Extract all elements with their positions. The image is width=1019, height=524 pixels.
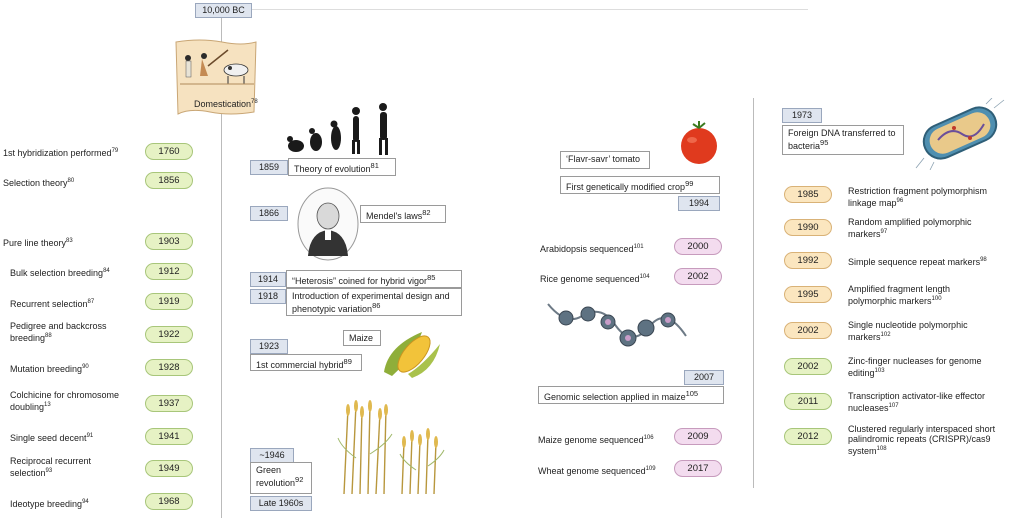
wheat-plants-illustration — [337, 400, 445, 495]
year-box: 1918 — [250, 289, 286, 304]
mendel-portrait-illustration — [297, 187, 359, 261]
list-item-label: Single seed decent91 — [10, 433, 94, 443]
maize-cob-illustration — [384, 332, 440, 378]
year-badge: 2002 — [674, 268, 722, 285]
year-badge: 1995 — [784, 286, 832, 303]
year-badge: 2002 — [784, 358, 832, 375]
top-year-box: 10,000 BC — [195, 3, 252, 18]
list-item-label: Zinc-finger nucleases for genome editing… — [848, 356, 982, 378]
year-badge: 1985 — [784, 186, 832, 203]
year-box: 1923 — [250, 339, 288, 354]
list-item-label: Pure line theory83 — [3, 238, 73, 248]
event-box: 1st commercial hybrid89 — [250, 354, 362, 371]
year-badge: 1937 — [145, 395, 193, 412]
list-item-label: Bulk selection breeding84 — [10, 268, 110, 278]
year-badge: 2009 — [674, 428, 722, 445]
year-badge: 1912 — [145, 263, 193, 280]
event-box: Genomic selection applied in maize105 — [538, 386, 724, 404]
list-item-label: Amplified fragment length polymorphic ma… — [848, 284, 951, 306]
list-item-label: Rice genome sequenced104 — [540, 274, 650, 284]
list-item-label: Ideotype breeding94 — [10, 499, 89, 509]
year-badge: 1919 — [145, 293, 193, 310]
event-box: Mendel's laws82 — [360, 205, 446, 223]
year-box: 2007 — [684, 370, 724, 385]
year-badge: 2017 — [674, 460, 722, 477]
top-rule — [252, 9, 808, 10]
year-badge: 2012 — [784, 428, 832, 445]
evolution-silhouettes-illustration — [287, 103, 388, 155]
left-timeline-axis — [221, 8, 222, 518]
year-box: 1866 — [250, 206, 288, 221]
list-item-label: Reciprocal recurrent selection93 — [10, 456, 92, 478]
list-item-label: Pedigree and backcross breeding88 — [10, 321, 107, 343]
top-year: 10,000 BC — [202, 5, 245, 15]
list-item-label: Selection theory80 — [3, 178, 75, 188]
year-box: 1859 — [250, 160, 288, 175]
year-badge: 1760 — [145, 143, 193, 160]
event-box: “Heterosis” coined for hybrid vigor85 — [286, 270, 462, 288]
year-badge: 2002 — [784, 322, 832, 339]
domestication-scroll-illustration — [175, 39, 257, 115]
list-item-label: Colchicine for chromosome doubling13 — [10, 390, 120, 412]
year-badge: 1992 — [784, 252, 832, 269]
year-badge: 1928 — [145, 359, 193, 376]
domestication-label: Domestication78 — [194, 99, 258, 109]
year-badge: 2000 — [674, 238, 722, 255]
list-item-label: Restriction fragment polymorphism linkag… — [848, 186, 988, 208]
chromatin-dna-illustration — [547, 303, 687, 347]
right-timeline-axis — [753, 98, 754, 488]
year-box: Late 1960s — [250, 496, 312, 511]
year-badge: 1856 — [145, 172, 193, 189]
event-box: First genetically modified crop99 — [560, 176, 720, 194]
list-item-label: Recurrent selection87 — [10, 299, 95, 309]
year-badge: 1941 — [145, 428, 193, 445]
list-item-label: Wheat genome sequenced109 — [538, 466, 656, 476]
list-item-label: Transcription activator-like effector nu… — [848, 391, 986, 413]
event-box: Theory of evolution81 — [288, 158, 396, 176]
list-item-label: Single nucleotide polymorphic markers102 — [848, 320, 968, 342]
event-box: Foreign DNA transferred to bacteria95 — [782, 125, 904, 155]
year-badge: 1903 — [145, 233, 193, 250]
event-box: Introduction of experimental design and … — [286, 288, 462, 316]
list-item-label: Simple sequence repeat markers98 — [848, 257, 987, 267]
tomato-illustration — [681, 121, 717, 164]
bacterium-illustration — [915, 98, 1005, 170]
year-box: 1914 — [250, 272, 286, 287]
list-item-label: Clustered regularly interspaced short pa… — [848, 424, 996, 456]
year-box: 1973 — [782, 108, 822, 123]
year-badge: 2011 — [784, 393, 832, 410]
year-box: ~1946 — [250, 448, 294, 463]
year-badge: 1968 — [145, 493, 193, 510]
year-box: 1994 — [678, 196, 720, 211]
list-item-label: Mutation breeding90 — [10, 364, 89, 374]
list-item-label: Random amplified polymorphic markers97 — [848, 217, 972, 239]
list-item-label: Arabidopsis sequenced101 — [540, 244, 644, 254]
event-box: Green revolution92 — [250, 462, 312, 494]
list-item-label: Maize genome sequenced106 — [538, 435, 654, 445]
year-badge: 1922 — [145, 326, 193, 343]
list-item-label: 1st hybridization performed79 — [3, 148, 119, 158]
event-box: ‘Flavr-savr’ tomato — [560, 151, 650, 169]
year-badge: 1990 — [784, 219, 832, 236]
year-badge: 1949 — [145, 460, 193, 477]
maize-label-box: Maize — [343, 330, 381, 346]
